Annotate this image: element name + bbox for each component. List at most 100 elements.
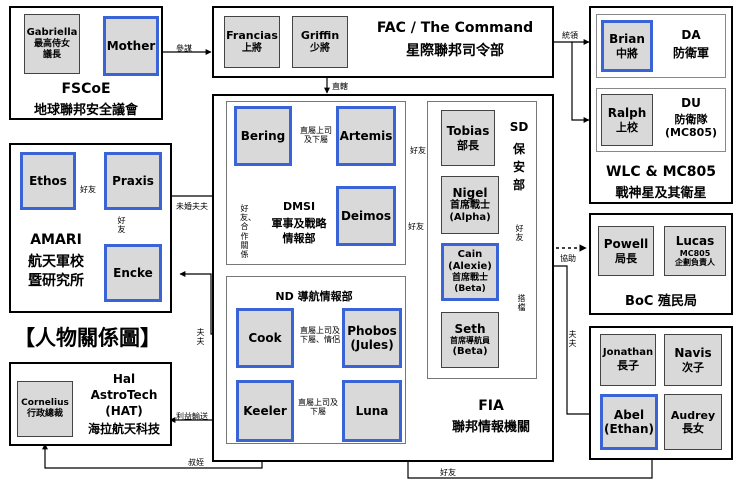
- gabriella-role2: 議長: [42, 50, 61, 60]
- hat-line3: (HAT): [105, 404, 143, 418]
- artemis-name: Artemis: [339, 128, 393, 143]
- cornelius-name: Cornelius: [21, 398, 69, 409]
- label-cain-seth: 搭檔: [517, 294, 526, 313]
- label-assist: 協助: [560, 254, 576, 263]
- person-abel[interactable]: Abel (Ethan): [600, 394, 658, 450]
- person-powell[interactable]: Powell 局長: [598, 226, 654, 276]
- lucas-role2: 企劃負責人: [675, 258, 715, 268]
- nigel-role2: (Alpha): [449, 212, 491, 224]
- amari-line2: 暨研究所: [28, 273, 84, 289]
- dmsi-name: DMSI: [282, 200, 316, 213]
- brian-role: 中將: [616, 46, 638, 60]
- du-name-zh: 防衛隊: [674, 113, 708, 126]
- nigel-name: Nigel: [452, 185, 488, 200]
- person-griffin[interactable]: Griffin 少將: [292, 16, 348, 68]
- sd-line2: 安: [512, 160, 525, 174]
- lucas-name: Lucas: [675, 234, 715, 249]
- person-seth[interactable]: Seth 首席導航員 (Beta): [441, 312, 499, 368]
- label-nigel-cain: 好友: [515, 224, 524, 243]
- diagram-title: 【人物關係圖】: [14, 326, 161, 350]
- tobias-role: 部長: [457, 138, 479, 152]
- cook-name: Cook: [248, 330, 282, 345]
- person-audrey[interactable]: Audrey 長女: [664, 394, 722, 450]
- label-uncle-nephew: 叔姪: [188, 458, 204, 467]
- abel-name2: (Ethan): [603, 422, 655, 436]
- amari-name: AMARI: [30, 232, 82, 248]
- gabriella-role: 最高侍女: [33, 39, 70, 50]
- person-ethos[interactable]: Ethos: [20, 152, 76, 210]
- sd-line1: 保: [512, 142, 525, 156]
- seth-role2: (Beta): [452, 345, 488, 357]
- person-navis[interactable]: Navis 次子: [664, 334, 722, 386]
- cornelius-role: 行政總裁: [26, 409, 63, 419]
- mother-name: Mother: [106, 38, 156, 53]
- person-ralph[interactable]: Ralph 上校: [601, 94, 653, 146]
- person-deimos[interactable]: Deimos: [336, 186, 396, 246]
- brian-name: Brian: [609, 32, 645, 47]
- person-francias[interactable]: Francias 上將: [224, 16, 280, 68]
- person-phobos[interactable]: Phobos (Jules): [342, 308, 402, 368]
- person-encke[interactable]: Encke: [104, 244, 162, 302]
- ralph-name: Ralph: [607, 106, 647, 121]
- person-cornelius[interactable]: Cornelius 行政總裁: [17, 381, 73, 437]
- label-phobos-abel: 好友: [440, 468, 456, 477]
- label-encke-cook: 夫夫: [196, 328, 205, 347]
- group-da: [596, 14, 726, 78]
- person-brian[interactable]: Brian 中將: [601, 20, 653, 72]
- powell-role: 局長: [615, 251, 637, 265]
- praxis-name: Praxis: [112, 173, 154, 188]
- gabriella-name: Gabriella: [26, 27, 78, 39]
- person-keeler[interactable]: Keeler: [236, 380, 294, 442]
- person-cook[interactable]: Cook: [236, 308, 294, 368]
- jonathan-name: Jonathan: [602, 347, 654, 359]
- cain-role2: (Beta): [454, 284, 486, 294]
- powell-name: Powell: [603, 237, 649, 252]
- person-tobias[interactable]: Tobias 部長: [441, 110, 495, 166]
- sd-name: SD: [509, 120, 529, 134]
- person-bering[interactable]: Bering: [234, 106, 292, 166]
- label-praxis-encke: 好友: [117, 216, 126, 235]
- group-dmsi: [226, 101, 406, 265]
- group-du: [596, 88, 726, 152]
- keeler-name: Keeler: [243, 403, 287, 418]
- label-direct: 直轄: [332, 82, 348, 91]
- line-command: [554, 41, 590, 123]
- tobias-name: Tobias: [446, 124, 490, 139]
- boc-name: BoC 殖民局: [625, 294, 697, 309]
- francias-role: 上將: [242, 42, 262, 54]
- person-luna[interactable]: Luna: [342, 380, 402, 442]
- ethos-name: Ethos: [29, 173, 67, 188]
- seth-name: Seth: [454, 322, 486, 336]
- person-praxis[interactable]: Praxis: [104, 152, 162, 210]
- person-mother[interactable]: Mother: [103, 16, 159, 76]
- navis-role: 次子: [682, 360, 704, 374]
- cain-name2: (Alexie): [448, 261, 492, 273]
- encke-name: Encke: [113, 265, 153, 280]
- dmsi-line1: 軍事及戰略: [271, 217, 327, 230]
- griffin-name: Griffin: [300, 29, 340, 43]
- person-artemis[interactable]: Artemis: [336, 106, 396, 166]
- amari-line1: 航天軍校: [28, 254, 84, 270]
- label-ethos-praxis: 好友: [80, 185, 96, 194]
- hat-line2: AstroTech: [90, 388, 158, 402]
- label-advisor: 參謀: [176, 44, 192, 53]
- phobos-name: Phobos: [347, 323, 397, 338]
- jonathan-role: 長子: [617, 359, 639, 373]
- group-sd: [427, 101, 537, 379]
- person-jonathan[interactable]: Jonathan 長子: [600, 334, 656, 386]
- person-gabriella[interactable]: Gabriella 最高侍女 議長: [24, 14, 80, 74]
- ralph-role: 上校: [616, 120, 638, 134]
- label-bering-keeler: 好友、合作關係: [240, 204, 256, 259]
- person-lucas[interactable]: Lucas MC805 企劃負責人: [664, 226, 726, 276]
- fia-name: FIA: [478, 398, 504, 414]
- fia-name-zh: 聯邦情報機關: [451, 420, 530, 435]
- person-nigel[interactable]: Nigel 首席戰士 (Alpha): [441, 176, 499, 234]
- griffin-role: 少將: [310, 42, 330, 54]
- label-fiance: 未婚夫夫: [176, 202, 208, 211]
- dmsi-line2: 情報部: [282, 232, 316, 245]
- fscoe-name-zh: 地球聯邦安全議會: [33, 103, 138, 118]
- label-bering-artemis: 直屬上司及下屬: [300, 126, 332, 145]
- label-interest: 利益輸送: [176, 412, 208, 421]
- person-cain[interactable]: Cain (Alexie) 首席戰士 (Beta): [441, 243, 499, 301]
- da-name: DA: [681, 28, 701, 42]
